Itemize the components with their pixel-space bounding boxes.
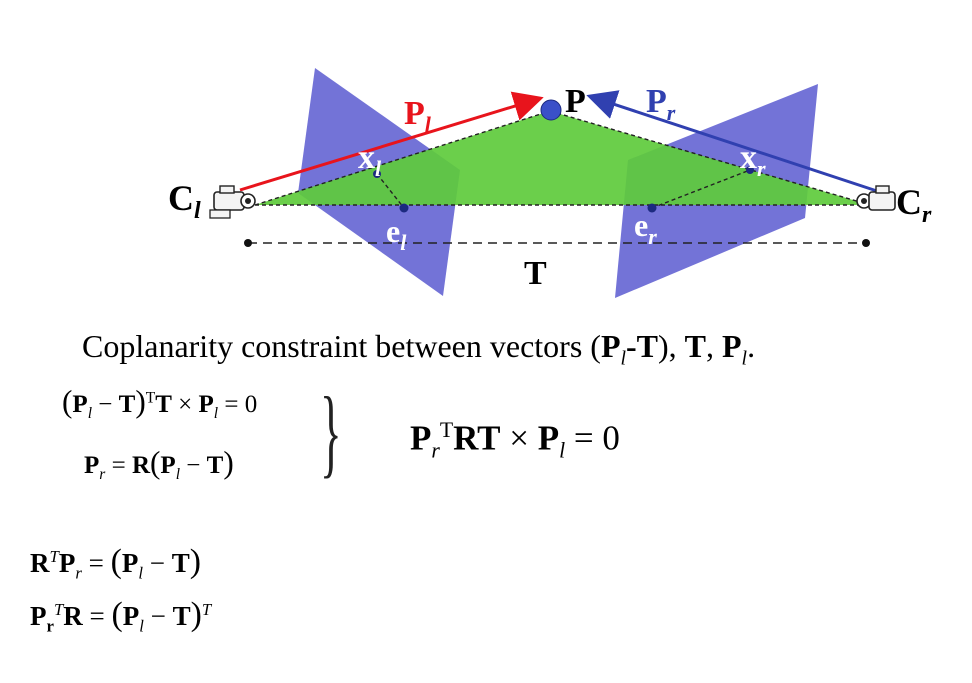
epipolar-line-right [651, 169, 751, 209]
image-point-left [373, 170, 381, 178]
equation-transpose: PrTR = (Pl − T)T [30, 596, 212, 636]
epipolar-line-left [376, 173, 405, 209]
equation-inverse-rotation: RTPr = (Pl − T) [30, 543, 201, 583]
right-brace: } [320, 376, 342, 487]
epipole-left-label: el [386, 213, 407, 255]
vector-right-arrow [586, 90, 881, 194]
epipolar-geometry-diagram: P Pl Pr xl xr el er Cl Cr T [168, 68, 932, 298]
point-p [540, 99, 562, 121]
point-p-label: P [565, 83, 586, 120]
baseline-label: T [524, 255, 547, 292]
equation-rotation: Pr = R(Pl − T) [84, 445, 234, 483]
camera-right-icon [856, 185, 896, 211]
camera-right-label: Cr [896, 182, 932, 228]
ray-left-dashed [254, 110, 551, 206]
image-point-left-label: xl [358, 139, 382, 181]
vector-left-arrow [239, 91, 544, 192]
equation-coplanarity: (Pl − T)TT × Pl = 0 [62, 384, 258, 422]
equation-result: PrTRT × Pl = 0 [410, 418, 620, 463]
image-point-right-label: xr [740, 139, 766, 181]
baseline-end-left [244, 239, 252, 247]
epipole-right-label: er [634, 207, 657, 249]
camera-left-label: Cl [168, 178, 201, 224]
image-point-right [746, 166, 754, 174]
epipole-right [647, 203, 657, 213]
baseline-end-right [862, 239, 870, 247]
coplanarity-caption: Coplanarity constraint between vectors (… [82, 328, 756, 370]
epipole-left [399, 203, 409, 213]
vector-right-label: Pr [646, 83, 676, 125]
vector-left-label: Pl [404, 95, 432, 137]
camera-left-icon [209, 185, 256, 219]
epipolar-plane [255, 111, 870, 205]
